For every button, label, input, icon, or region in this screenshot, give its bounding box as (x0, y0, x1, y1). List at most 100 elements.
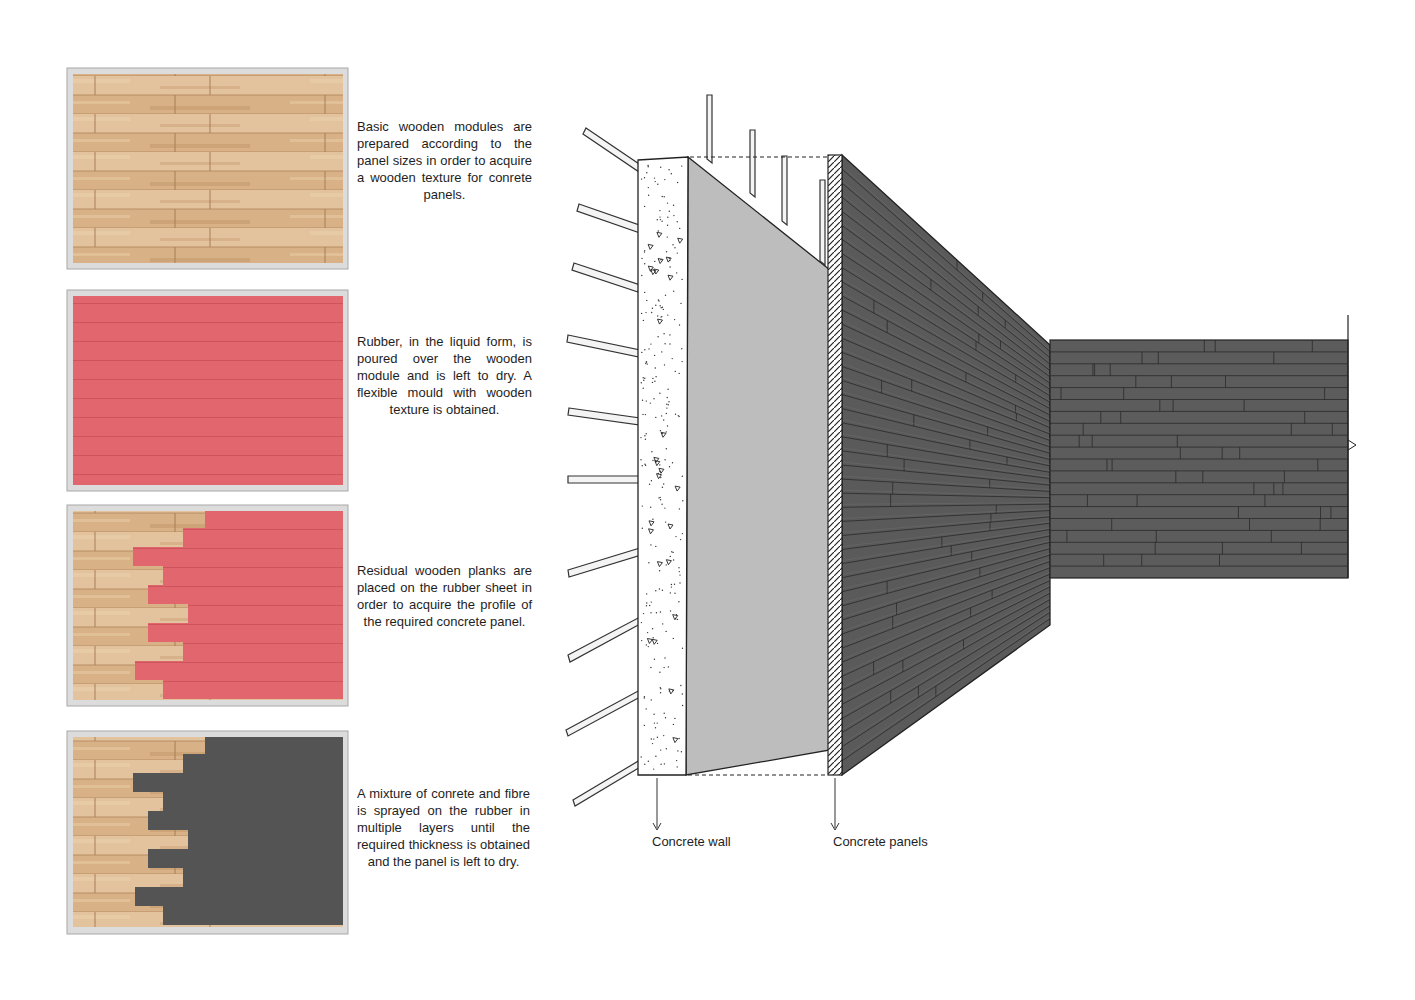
sand-dot (646, 602, 647, 603)
plank-joint (1092, 364, 1093, 376)
aggregate-stone (659, 468, 664, 473)
panel-back-wall (1050, 340, 1348, 578)
plank-joint (1264, 495, 1265, 507)
sand-dot (662, 590, 663, 591)
plank-joint (890, 494, 891, 506)
sand-dot (645, 414, 646, 415)
plank-joint (911, 380, 912, 392)
sand-dot (657, 643, 658, 644)
sand-dot (652, 519, 653, 520)
sand-dot (660, 692, 661, 693)
wood-grain (842, 515, 1050, 532)
step-note: Residual wooden planks are placed on the… (357, 562, 532, 630)
sand-dot (654, 261, 655, 262)
sand-dot (641, 756, 642, 757)
sand-dot (655, 417, 656, 418)
sand-dot (642, 400, 643, 401)
sand-dot (668, 169, 669, 170)
panel-face (842, 155, 1050, 775)
plank-joint (842, 479, 1050, 491)
wood-grain (842, 554, 1050, 618)
sand-dot (669, 266, 670, 267)
plank-joint (1092, 435, 1093, 447)
sand-dot (644, 696, 645, 697)
sand-dot (655, 590, 656, 591)
aggregate-stone (652, 639, 657, 644)
sand-dot (660, 167, 661, 168)
sand-dot (657, 722, 658, 723)
sand-dot (672, 244, 673, 245)
sand-dot (664, 657, 665, 658)
plank-joint (842, 587, 1050, 691)
plank-joint (892, 616, 893, 628)
sand-dot (674, 319, 675, 320)
plank-joint (1324, 388, 1325, 400)
wood-grain (842, 208, 1050, 369)
plank-joint (1079, 435, 1080, 447)
plank-joint (1050, 542, 1348, 543)
plank-joint (1016, 413, 1017, 421)
sand-dot (672, 462, 673, 463)
sand-dot (664, 196, 665, 197)
sand-dot (660, 611, 661, 612)
sand-dot (647, 165, 648, 166)
panel-frame (67, 731, 348, 934)
sand-dot (665, 521, 666, 522)
wood-grain (842, 251, 1050, 388)
sand-dot (667, 202, 668, 203)
plank-joint (1204, 340, 1205, 352)
sand-dot (648, 646, 649, 647)
plank-joint (990, 514, 991, 523)
sand-dot (678, 738, 679, 739)
plank-joint (1094, 364, 1095, 376)
sand-dot (665, 631, 666, 632)
sand-dot (667, 314, 668, 315)
sand-dot (644, 263, 645, 264)
sand-dot (673, 638, 674, 639)
sand-dot (646, 361, 647, 362)
plank-joint (1222, 447, 1223, 459)
plank-joint (842, 409, 1050, 460)
wood-planks (73, 737, 343, 927)
sand-dot (648, 761, 649, 762)
sand-dot (666, 748, 667, 749)
sand-dot (650, 402, 651, 403)
plank-joint (887, 445, 888, 457)
sand-dot (680, 685, 681, 686)
plank-joint (892, 482, 893, 494)
sand-dot (659, 393, 660, 394)
plank-joint (842, 324, 1050, 421)
wood-grain (842, 490, 1050, 496)
sand-dot (641, 640, 642, 641)
sand-dot (681, 348, 682, 349)
sand-dot (670, 556, 671, 557)
panel-frame (67, 290, 348, 491)
aggregate-stone (654, 457, 659, 462)
sand-dot (641, 352, 642, 353)
sand-dot (648, 348, 649, 349)
sand-dot (652, 460, 653, 461)
rebar (566, 128, 648, 806)
sand-dot (648, 195, 649, 196)
plank-joint (1050, 387, 1348, 388)
sand-dot (682, 476, 683, 477)
sand-dot (671, 586, 672, 587)
sand-dot (673, 724, 674, 725)
plank-joint (1050, 506, 1348, 507)
sand-dot (664, 179, 665, 180)
sand-dot (644, 378, 645, 379)
wood-grain (842, 335, 1050, 426)
plank-joint (913, 415, 914, 426)
sand-dot (644, 764, 645, 765)
sand-dot (641, 313, 642, 314)
sand-dot (671, 584, 672, 585)
plank-joint (1050, 399, 1348, 400)
aggregate-stone (668, 524, 673, 529)
sand-dot (651, 480, 652, 481)
plank-joint (1155, 542, 1156, 554)
sand-dot (660, 687, 661, 688)
plank-joint (1141, 554, 1142, 566)
sand-dot (669, 343, 670, 344)
plank-joint (1142, 352, 1143, 364)
sand-dot (663, 419, 664, 420)
